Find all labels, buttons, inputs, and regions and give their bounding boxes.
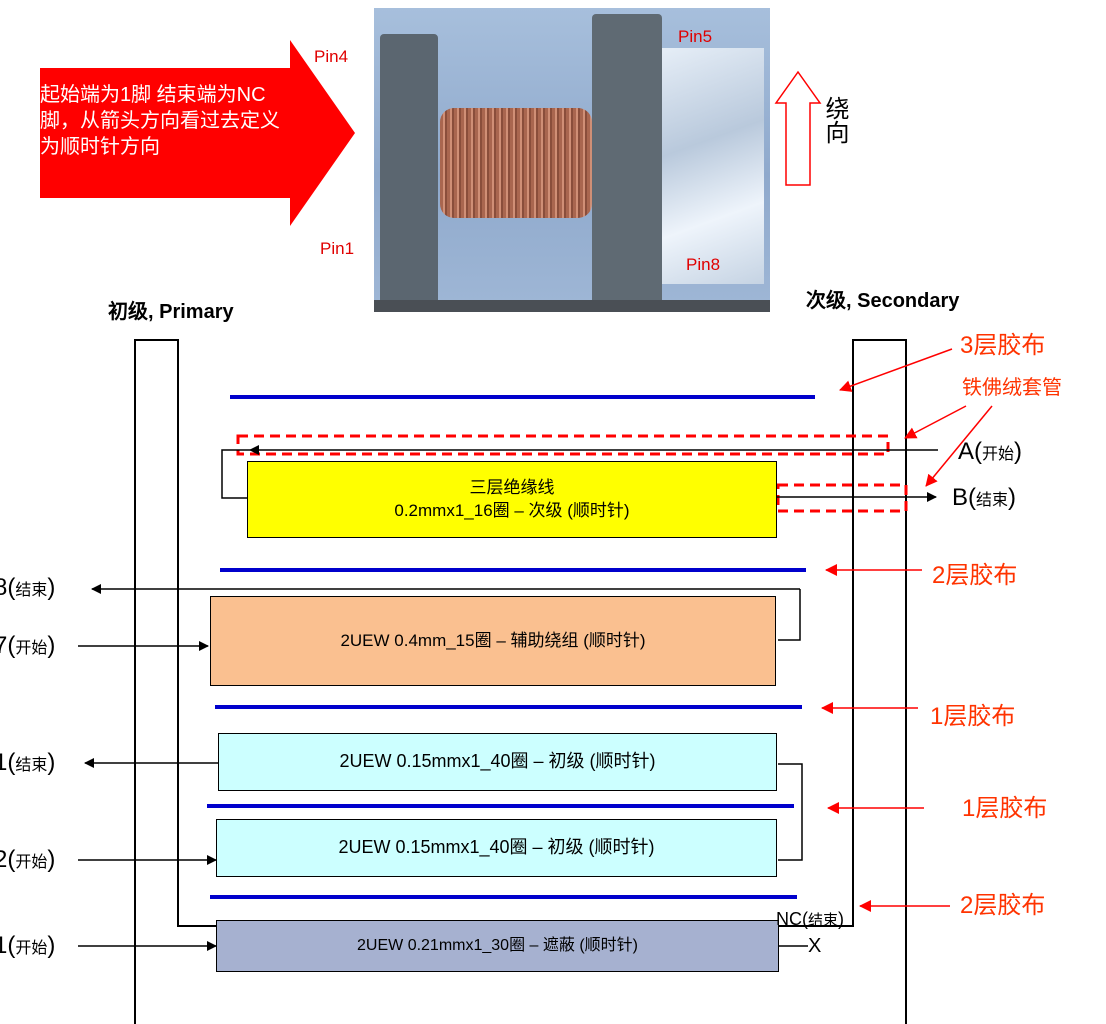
tape-2-lower-label: 2层胶布 xyxy=(960,892,1046,919)
primary-winding-bottom-box: 2UEW 0.15mmx1_40圈 – 初级 (顺时针) xyxy=(216,819,777,877)
shield-winding-box: 2UEW 0.21mmx1_30圈 – 遮蔽 (顺时针) xyxy=(216,920,779,972)
secondary-winding-box: 三层绝缘线 0.2mmx1_16圈 – 次级 (顺时针) xyxy=(247,461,777,538)
bobbin-left-image xyxy=(380,34,438,304)
terminal-7-close: ) xyxy=(47,632,56,659)
secondary-winding-line1: 三层绝缘线 xyxy=(469,478,555,498)
terminal-a: A(开始) xyxy=(958,440,1022,464)
pin1-label: Pin1 xyxy=(320,239,355,258)
pin8-label: Pin8 xyxy=(686,255,721,274)
core-image xyxy=(374,300,770,312)
secondary-header: 次级, Secondary xyxy=(806,290,960,312)
terminal-2-close: ) xyxy=(47,846,56,873)
terminal-2: 2(开始) xyxy=(0,848,55,872)
sleeve-dash-lower xyxy=(776,483,908,513)
terminal-7: 7(开始) xyxy=(0,634,55,658)
terminal-2-letter: 2( xyxy=(0,846,16,873)
terminal-nc-close: ) xyxy=(838,909,845,929)
terminal-b-note: 结束 xyxy=(976,492,1009,509)
terminal-1-end-close: ) xyxy=(47,749,56,776)
no-connect-mark: X xyxy=(808,935,822,957)
terminal-8-note: 结束 xyxy=(15,582,48,599)
tape-2-upper-label: 2层胶布 xyxy=(932,562,1018,589)
terminal-1-start-letter: 1( xyxy=(0,932,16,959)
transformer-photo xyxy=(374,8,770,312)
bobbin-right-image xyxy=(592,14,662,304)
terminal-8: 8(结束) xyxy=(0,576,55,600)
tape-1-upper-label: 1层胶布 xyxy=(930,703,1016,730)
terminal-1-start-note: 开始 xyxy=(15,940,48,957)
pin5-label: Pin5 xyxy=(678,27,713,46)
terminal-7-note: 开始 xyxy=(15,640,48,657)
terminal-nc-note: 结束 xyxy=(808,912,839,929)
terminal-nc: NC(结束) xyxy=(776,910,844,928)
terminal-a-letter: A( xyxy=(958,438,982,465)
terminal-b-letter: B( xyxy=(952,484,976,511)
terminal-2-note: 开始 xyxy=(15,854,48,871)
arrow-sleeve-lower xyxy=(925,405,993,487)
terminal-1-start-close: ) xyxy=(47,932,56,959)
terminal-1-start: 1(开始) xyxy=(0,934,55,958)
primary-header: 初级, Primary xyxy=(108,301,234,323)
terminal-1-end-letter: 1( xyxy=(0,749,16,776)
terminal-a-close: ) xyxy=(1014,438,1023,465)
aux-winding-box: 2UEW 0.4mm_15圈 – 辅助绕组 (顺时针) xyxy=(210,596,776,686)
winding-direction-label: 绕向 xyxy=(821,96,848,144)
callout-text: 起始端为1脚 结束端为NC脚，从箭头方向看过去定义为顺时针方向 xyxy=(40,84,280,158)
terminal-8-letter: 8( xyxy=(0,574,16,601)
teflon-sleeve-label: 铁佛绒套管 xyxy=(962,377,1062,399)
sleeve-dash-upper xyxy=(236,434,890,456)
terminal-7-letter: 7( xyxy=(0,632,16,659)
terminal-8-close: ) xyxy=(47,574,56,601)
pin4-label: Pin4 xyxy=(314,47,349,66)
lead-8-bend xyxy=(778,589,801,641)
primary-winding-top-box: 2UEW 0.15mmx1_40圈 – 初级 (顺时针) xyxy=(218,733,777,791)
arrow-sleeve-upper xyxy=(904,405,967,439)
terminal-b: B(结束) xyxy=(952,486,1016,510)
terminal-b-close: ) xyxy=(1008,484,1017,511)
copper-coil-image xyxy=(440,108,592,218)
terminal-1-end: 1(结束) xyxy=(0,751,55,775)
primary-series-link xyxy=(778,763,803,861)
tape-wrap-image xyxy=(660,48,764,284)
terminal-1-end-note: 结束 xyxy=(15,757,48,774)
callout-arrow-shape xyxy=(40,40,355,226)
tape-1-lower-label: 1层胶布 xyxy=(962,795,1048,822)
lead-a-loop xyxy=(221,449,250,499)
winding-direction-arrow xyxy=(774,70,822,186)
terminal-nc-letter: NC( xyxy=(776,909,808,929)
tape-3-label: 3层胶布 xyxy=(960,332,1046,359)
secondary-winding-line2: 0.2mmx1_16圈 – 次级 (顺时针) xyxy=(394,500,630,520)
arrow-tape-3 xyxy=(839,348,953,392)
terminal-a-note: 开始 xyxy=(982,446,1015,463)
